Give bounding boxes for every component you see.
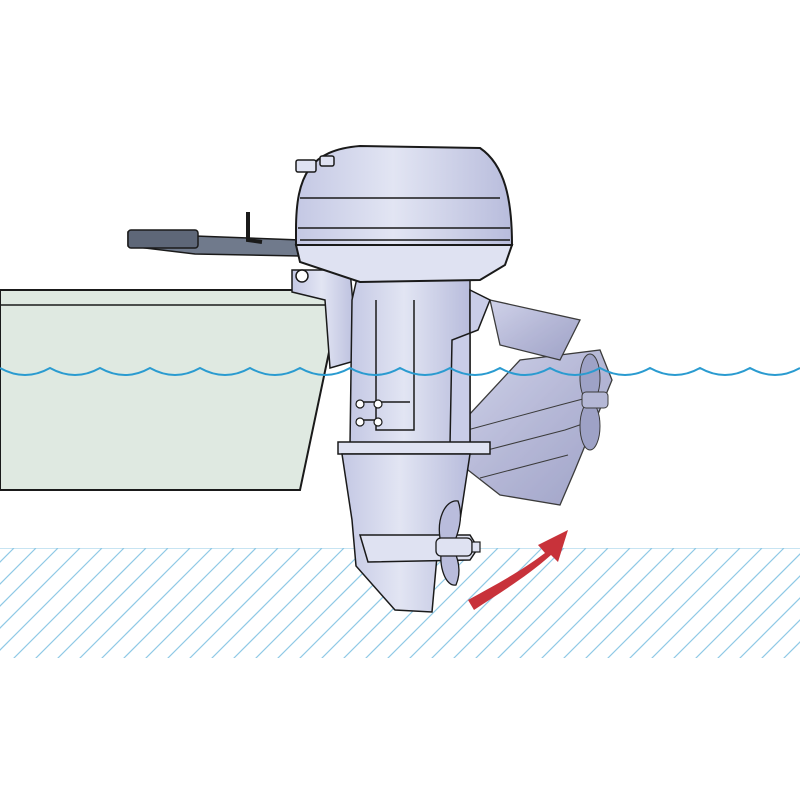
seabed-hatch-line	[629, 548, 741, 658]
ghost-outline-3	[479, 454, 569, 479]
seabed-hatch-line	[211, 548, 323, 658]
seabed-hatch-line	[189, 548, 301, 658]
cowling-top	[295, 144, 514, 246]
seabed-hatch-line	[783, 641, 800, 658]
seabed-hatch-line	[431, 548, 543, 658]
seabed-hatch-line	[57, 548, 169, 658]
midsection-bolt-2	[373, 399, 383, 409]
ghost-skeg	[489, 299, 581, 361]
propeller-icon	[579, 353, 609, 451]
seabed-hatch-line	[35, 548, 147, 658]
seabed-hatch-line	[453, 548, 565, 658]
seabed-hatch-line	[541, 548, 653, 658]
seabed-hatch-line	[387, 548, 499, 658]
seabed-hatch-line	[167, 548, 279, 658]
midsection-rib	[375, 300, 415, 431]
prop-hub	[435, 537, 473, 557]
curved-arrow-up-right-icon	[468, 530, 568, 610]
seabed-hatch-line	[673, 548, 785, 658]
water-surface-line	[0, 366, 800, 376]
outboard-motor	[127, 144, 514, 613]
ghost-prop-blade-2	[579, 401, 601, 451]
seabed-hatch-line	[585, 548, 697, 658]
midsection-bolt-1	[355, 399, 365, 409]
tilted-motor-ghost	[454, 299, 613, 506]
seabed-hatch-line	[101, 548, 213, 658]
seabed-hatch-line	[79, 548, 191, 658]
hull-body	[0, 289, 342, 491]
lower-unit	[341, 453, 471, 613]
tiller-lever	[246, 212, 263, 244]
seabed-hatch-line	[475, 548, 587, 658]
prop-nut	[471, 541, 481, 553]
seabed-hatch-line	[739, 597, 800, 658]
cowling-latch	[295, 159, 317, 173]
seabed-hatch-line	[0, 548, 59, 607]
propeller-icon	[435, 500, 481, 586]
seabed-hatch-line	[0, 548, 81, 629]
midsection-bolt-3	[355, 417, 365, 427]
midsection-bolt-4	[373, 417, 383, 427]
ghost-prop-hub	[581, 391, 609, 409]
seabed-hatch-line	[607, 548, 719, 658]
cowling-knob	[319, 155, 335, 167]
seabed-hatch-line	[255, 548, 367, 658]
seabed-hatch-line	[695, 553, 800, 658]
seabed-hatch-line	[519, 548, 631, 658]
seabed-hatch-line	[717, 575, 800, 658]
seabed-hatch-line	[409, 548, 521, 658]
seabed-hatch-line	[651, 548, 763, 658]
seabed-hatch-line	[145, 548, 257, 658]
seabed-hatch-line	[0, 548, 37, 585]
clamp-bolt	[295, 269, 309, 283]
seabed-hatch-line	[563, 548, 675, 658]
seabed-hatch-line	[13, 548, 125, 658]
seabed-hatch-line	[761, 619, 800, 658]
seabed-hatch-line	[233, 548, 345, 658]
seabed-hatch-line	[0, 548, 103, 651]
seabed-hatch-line	[497, 548, 609, 658]
anti-ventilation-plate	[337, 441, 491, 455]
tiller-grip	[127, 229, 199, 249]
seabed-hatch-line	[123, 548, 235, 658]
cowling-lower	[294, 244, 514, 284]
boat-hull	[0, 289, 342, 491]
